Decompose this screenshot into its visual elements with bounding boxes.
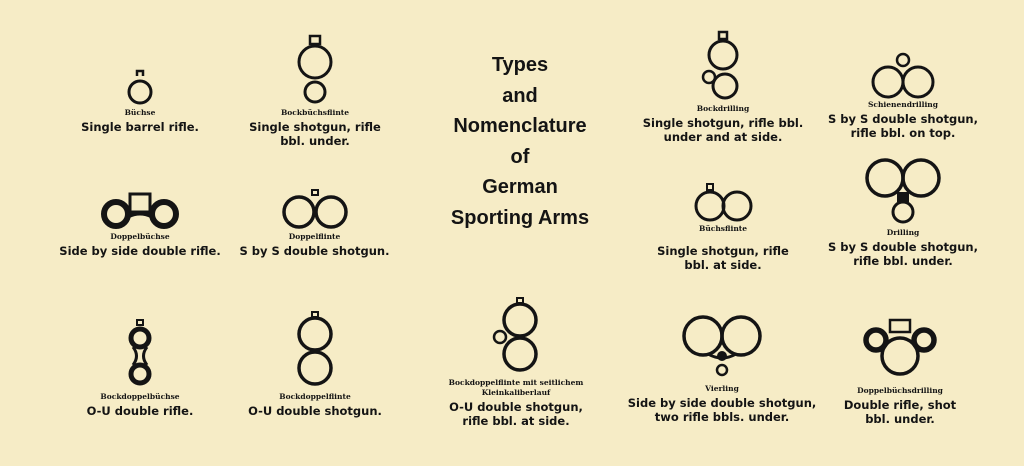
gun-type-bockdrilling: Bockdrilling Single shotgun, rifle bbl. …	[628, 30, 818, 144]
over-under-rifle-barrels-icon	[128, 319, 152, 386]
title-line: Sporting Arms	[450, 206, 590, 229]
gun-type-buchsflinte: Büchsflinte Single shotgun, rifle bbl. a…	[638, 182, 808, 272]
description: Single shotgun, rifle bbl. under and at …	[642, 116, 804, 144]
description: O-U double shotgun.	[248, 404, 382, 418]
german-name: Bockdoppelbüchse	[100, 392, 180, 401]
gun-type-bockbuchsflinte: Bockbüchsflinte Single shotgun, rifle bb…	[230, 34, 400, 148]
german-name: Bockdrilling	[696, 104, 750, 113]
gun-type-doppelbuchse: Doppelbüchse Side by side double rifle.	[50, 192, 230, 258]
german-name: Doppelflinte	[288, 232, 341, 241]
bockdrilling-barrels-icon	[701, 30, 739, 100]
german-name: Bockdoppelflinte	[279, 392, 351, 401]
over-under-shotgun-rifle-icon	[297, 34, 333, 104]
german-name: Vierling	[705, 384, 739, 393]
german-name: Doppelbüchsdrilling	[857, 386, 943, 395]
gun-type-doppelbuchsdrilling: Doppelbüchsdrilling Double rifle, shot b…	[815, 318, 985, 426]
description: Side by side double shotgun, two rifle b…	[627, 396, 817, 424]
german-name: Doppelbüchse	[110, 232, 170, 241]
gun-type-buchse: Büchse Single barrel rifle.	[55, 68, 225, 134]
gun-type-schienendrilling: Schienendrilling S by S double shotgun, …	[818, 52, 988, 140]
schienendrilling-barrels-icon	[871, 52, 935, 99]
gun-type-bockdoppelbuchse: Bockdoppelbüchse O-U double rifle.	[55, 318, 225, 418]
vierling-barrels-icon	[682, 315, 762, 377]
description: S by S double shotgun.	[239, 244, 390, 258]
description: Single barrel rifle.	[81, 120, 199, 134]
title-line: German	[482, 176, 558, 198]
description: S by S double shotgun, rifle bbl. on top…	[827, 112, 978, 140]
description: Single shotgun, rifle bbl. under.	[249, 120, 381, 148]
description: O-U double rifle.	[86, 404, 194, 418]
title-line: of	[510, 145, 530, 168]
description: S by S double shotgun, rifle bbl. under.	[827, 240, 978, 268]
gun-type-doppelflinte: Doppelflinte S by S double shotgun.	[232, 188, 397, 258]
gun-type-bockdoppelflinte: Bockdoppelflinte O-U double shotgun.	[230, 310, 400, 418]
german-name: Büchsflinte	[698, 224, 748, 233]
bockdoppelflinte-side-barrel-icon	[492, 297, 538, 372]
buchsflinte-barrels-icon	[694, 183, 753, 222]
over-under-shotgun-barrels-icon	[297, 311, 333, 386]
title-line: Nomenclature	[453, 115, 587, 137]
description: Single shotgun, rifle bbl. at side.	[657, 244, 789, 272]
description: O-U double shotgun, rifle bbl. at side.	[449, 400, 583, 428]
german-name: Bockdoppelflinte mit seitlichem Kleinkal…	[448, 378, 584, 397]
side-by-side-rifle-barrels-icon	[101, 192, 179, 229]
title-line: Types	[491, 54, 549, 76]
german-name: Büchse	[124, 108, 156, 117]
single-rifle-barrel-icon	[127, 69, 153, 105]
page-title: Types and Nomenclature of German Sportin…	[420, 50, 620, 233]
doppelbuchsdrilling-barrels-icon	[863, 318, 937, 376]
gun-type-drilling: Drilling S by S double shotgun, rifle bb…	[818, 154, 988, 268]
title-line: and	[502, 84, 538, 107]
german-name: Schienendrilling	[867, 100, 939, 109]
german-name: Drilling	[886, 228, 920, 237]
side-by-side-shotgun-barrels-icon	[281, 189, 348, 229]
drilling-barrels-icon	[865, 158, 941, 224]
description: Side by side double rifle.	[59, 244, 221, 258]
gun-type-bockdoppelflinte-seitlich: Bockdoppelflinte mit seitlichem Kleinkal…	[428, 296, 604, 428]
german-name: Bockbüchsflinte	[280, 108, 350, 117]
gun-type-vierling: Vierling Side by side double shotgun, tw…	[622, 312, 822, 424]
description: Double rifle, shot bbl. under.	[843, 398, 957, 426]
